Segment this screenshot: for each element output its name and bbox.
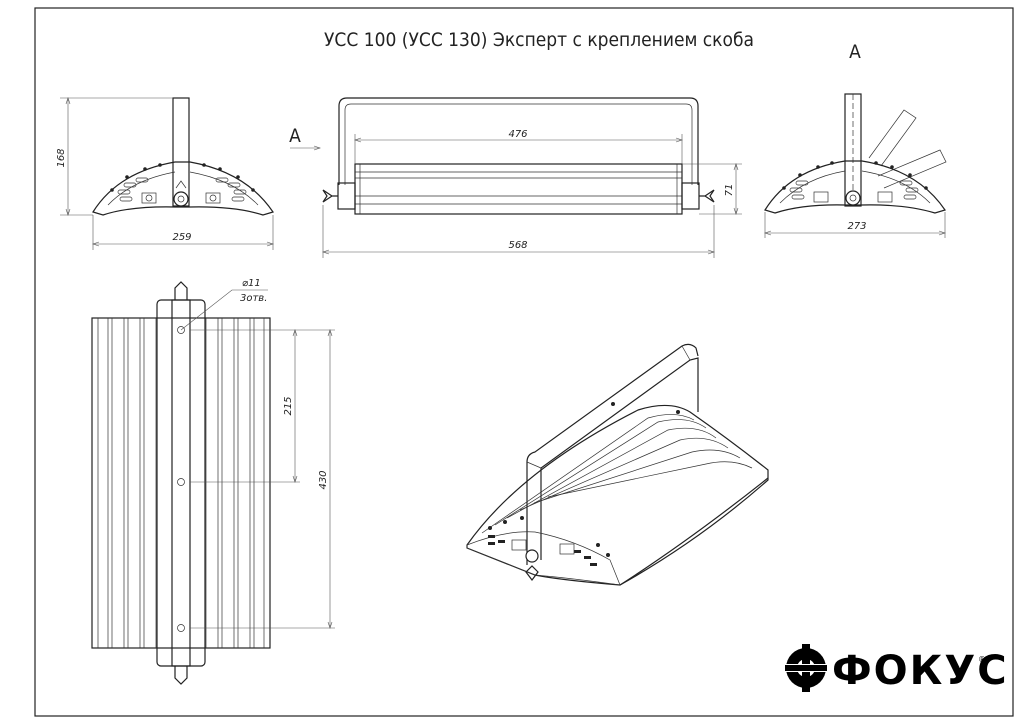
sheet-frame xyxy=(34,7,1014,717)
dim-front-height: 168 xyxy=(56,148,67,167)
view-a-marker: А xyxy=(289,125,321,151)
dim-hole-count: 3отв. xyxy=(240,293,267,304)
dim-side-height: 71 xyxy=(724,184,735,197)
dim-front-width: 259 xyxy=(172,232,191,243)
dim-hole-diameter: ⌀11 xyxy=(242,278,261,289)
dim-side-total: 568 xyxy=(508,240,527,251)
isometric-view xyxy=(466,343,769,586)
dim-top-spacing: 215 xyxy=(283,396,294,415)
dim-top-length: 430 xyxy=(318,470,329,489)
top-view: ⌀11 3отв. 215 430 xyxy=(91,278,335,685)
svg-text:А: А xyxy=(289,125,301,147)
dim-side-inner: 476 xyxy=(508,129,527,140)
dim-view-a-width: 273 xyxy=(847,221,866,232)
front-view: 168 259 xyxy=(56,97,274,250)
drawing-title: УСС 100 (УСС 130) Эксперт с креплением с… xyxy=(324,29,754,51)
side-view: 476 568 71 xyxy=(322,97,742,258)
logo-text: ФОКУС xyxy=(832,648,1009,694)
view-a-title: А xyxy=(849,41,861,63)
view-a: А 273 xyxy=(764,41,947,238)
logo-registered-mark: ® xyxy=(978,655,986,664)
brand-logo: ФОКУС ® xyxy=(785,644,1009,694)
